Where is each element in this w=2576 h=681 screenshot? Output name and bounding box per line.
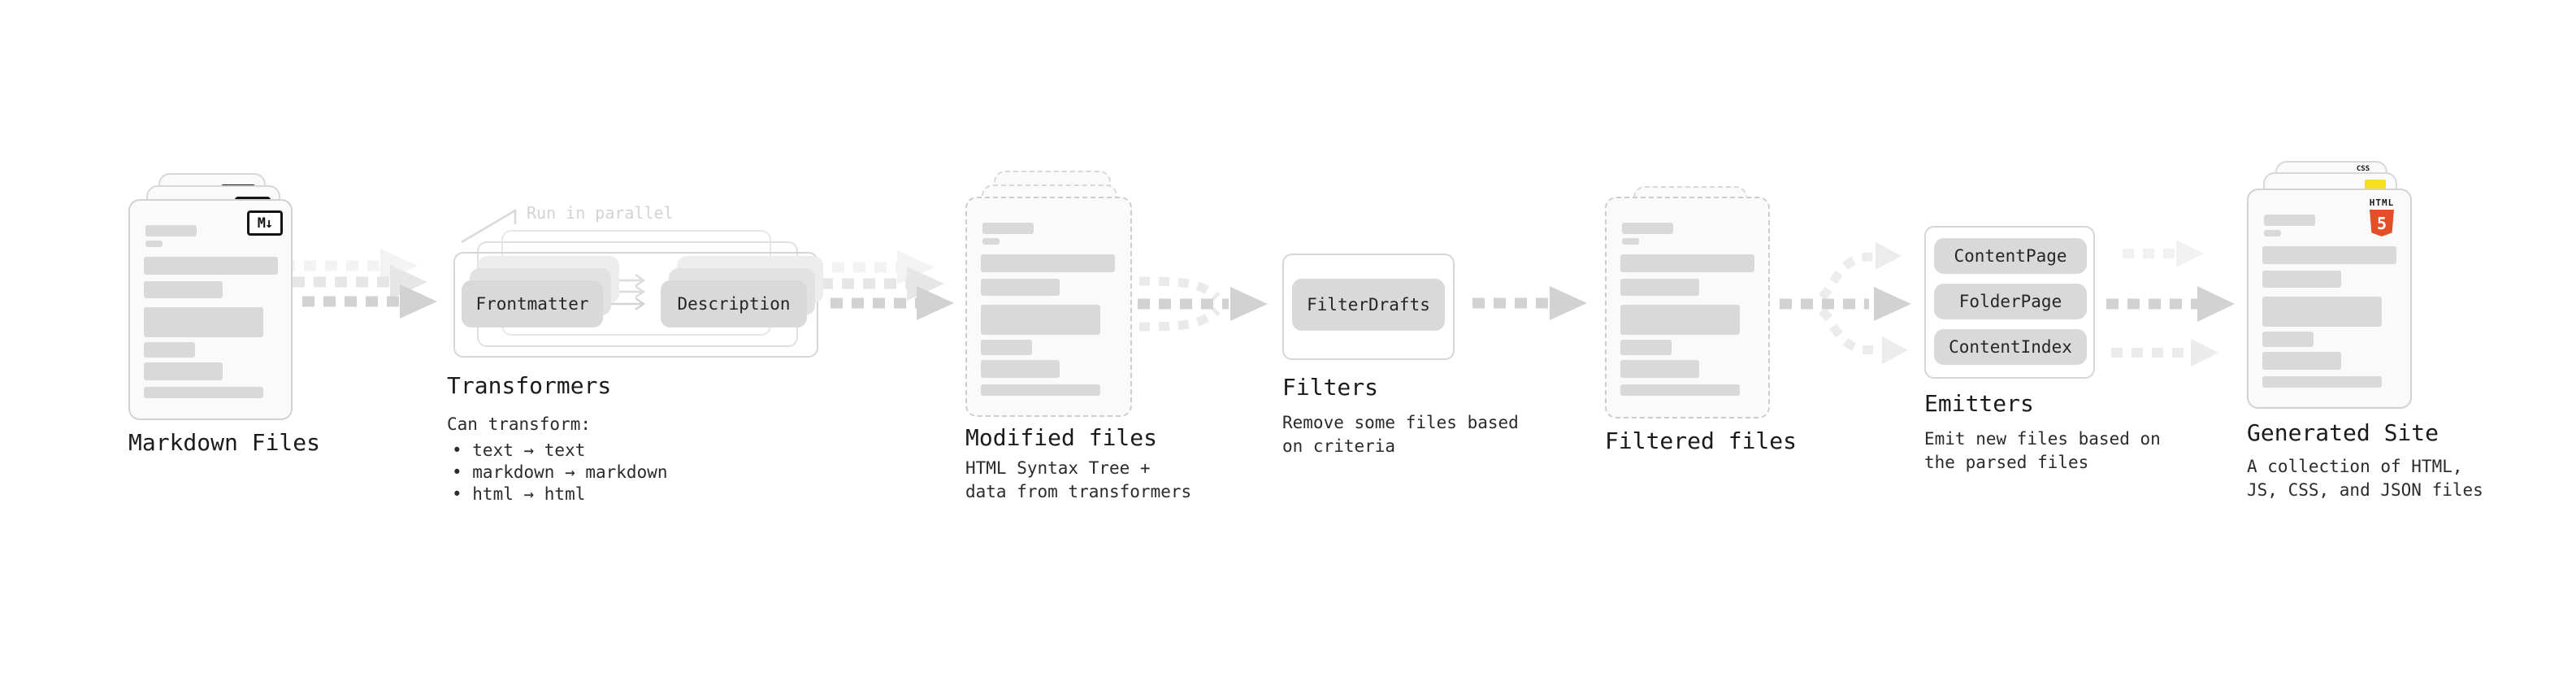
folderpage-pill: FolderPage — [1934, 284, 2087, 319]
text-line-placeholder — [144, 307, 263, 337]
text-line-placeholder — [982, 238, 1000, 245]
markdown-icon: M↓ — [247, 210, 283, 236]
html5-icon: HTML 5 — [2365, 198, 2399, 236]
filters-desc-line1: Remove some files based — [1282, 413, 1519, 432]
generated-html-file-card: HTML 5 — [2247, 189, 2412, 409]
generated-site-desc-line2: JS, CSS, and JSON files — [2247, 480, 2483, 500]
text-line-placeholder — [1620, 279, 1699, 296]
text-line-placeholder — [981, 340, 1032, 355]
arrow-transformers-to-modified — [811, 250, 954, 320]
stage-label-filtered-files: Filtered files — [1605, 427, 1798, 454]
emitters-desc-line1: Emit new files based on — [1924, 429, 2161, 449]
text-line-placeholder — [144, 257, 278, 275]
text-line-placeholder — [144, 342, 195, 358]
modified-file-card — [965, 197, 1132, 417]
run-in-parallel-annotation: Run in parallel — [527, 203, 674, 223]
text-line-placeholder — [145, 241, 163, 247]
filterdrafts-pill: FilterDrafts — [1292, 279, 1445, 331]
text-line-placeholder — [981, 254, 1115, 272]
text-line-placeholder — [1620, 340, 1672, 355]
modified-files-desc-line2: data from transformers — [965, 482, 1192, 501]
text-line-placeholder — [2262, 297, 2382, 327]
transformer-layer-box — [453, 252, 818, 358]
text-line-placeholder — [1620, 305, 1740, 335]
text-line-placeholder — [981, 279, 1060, 296]
text-line-placeholder — [2262, 271, 2341, 288]
text-line-placeholder — [1622, 238, 1639, 245]
transformers-bullet-3: • html → html — [452, 484, 586, 504]
text-line-placeholder — [1620, 254, 1754, 272]
text-line-placeholder — [2264, 215, 2315, 226]
text-line-placeholder — [981, 360, 1060, 378]
filters-box — [1282, 254, 1455, 360]
text-line-placeholder — [2262, 352, 2341, 370]
contentpage-pill: ContentPage — [1934, 238, 2087, 274]
emitters-box — [1924, 226, 2095, 379]
text-line-placeholder — [2264, 230, 2281, 236]
markdown-file-card: M↓ — [128, 199, 293, 420]
text-line-placeholder — [144, 281, 223, 298]
stage-label-modified-files: Modified files — [965, 424, 1158, 451]
text-line-placeholder — [144, 387, 263, 398]
modified-files-desc-line1: HTML Syntax Tree + — [965, 458, 1151, 478]
text-line-placeholder — [145, 225, 197, 236]
generated-site-desc-line1: A collection of HTML, — [2247, 457, 2463, 476]
stage-label-generated-site: Generated Site — [2247, 419, 2439, 446]
text-line-placeholder — [1622, 223, 1673, 234]
stage-label-filters: Filters — [1282, 374, 1379, 401]
stage-label-emitters: Emitters — [1924, 390, 2034, 417]
transformers-bullet-2: • markdown → markdown — [452, 462, 668, 482]
arrow-modified-to-filters — [1138, 276, 1268, 332]
transformers-desc-title: Can transform: — [447, 414, 592, 434]
filters-desc-line2: on criteria — [1282, 436, 1396, 456]
text-line-placeholder — [144, 362, 223, 380]
stage-label-transformers: Transformers — [447, 372, 612, 399]
arrow-markdown-to-transformers — [283, 249, 437, 319]
emitters-desc-line2: the parsed files — [1924, 453, 2089, 472]
arrow-filters-to-filtered — [1472, 286, 1587, 320]
text-line-placeholder — [2262, 246, 2396, 264]
text-line-placeholder — [1620, 384, 1740, 396]
text-line-placeholder — [2262, 376, 2382, 388]
text-line-placeholder — [981, 384, 1100, 396]
description-pill: Description — [661, 280, 807, 327]
arrow-emitters-to-generated — [2106, 240, 2235, 367]
text-line-placeholder — [981, 305, 1100, 335]
text-line-placeholder — [982, 223, 1034, 234]
arrow-filtered-to-emitters — [1780, 242, 1911, 364]
text-line-placeholder — [1620, 360, 1699, 378]
stage-label-markdown-files: Markdown Files — [128, 429, 321, 456]
contentindex-pill: ContentIndex — [1934, 329, 2087, 365]
frontmatter-pill: Frontmatter — [462, 280, 603, 327]
transformers-bullet-1: • text → text — [452, 440, 586, 460]
text-line-placeholder — [2262, 332, 2314, 347]
filtered-file-card — [1605, 197, 1770, 419]
